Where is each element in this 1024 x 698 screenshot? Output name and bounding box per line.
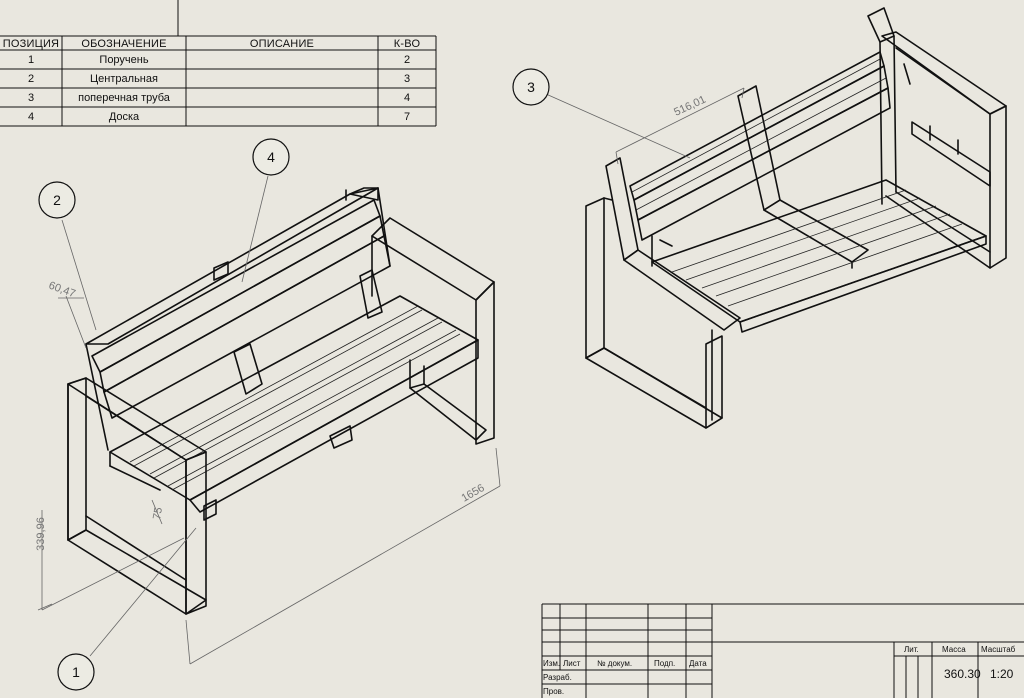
rear-seat [651, 179, 987, 333]
title-mass-value: 360.30 [944, 667, 981, 681]
rear-near-frame [585, 157, 741, 429]
table-row-2-pos: 2 [28, 73, 34, 85]
dim-depth-label: 60,47 [47, 280, 77, 301]
table-row-1-pos: 1 [28, 54, 34, 66]
balloon-3: 3 [512, 68, 550, 106]
table-header-quantity: К-ВО [394, 38, 421, 50]
title-list: Лист [563, 659, 581, 668]
balloon-1-label: 1 [72, 664, 80, 680]
bench-right-frame [371, 217, 495, 445]
table-row-3-name: поперечная труба [78, 92, 171, 104]
title-masshtab: Масштаб [981, 645, 1016, 654]
bench-rear-view: 516,01 [545, 7, 1007, 429]
title-docnum: № докум. [597, 659, 632, 668]
rear-backrest [629, 51, 891, 241]
title-prov: Пров. [543, 687, 564, 696]
balloon-4: 4 [252, 138, 290, 176]
balloon-2-label: 2 [53, 192, 61, 208]
parts-table: ПОЗИЦИЯ ОБОЗНАЧЕНИЕ ОПИСАНИЕ К-ВО 1 Пору… [0, 0, 437, 127]
table-header-designation: ОБОЗНАЧЕНИЕ [81, 38, 166, 50]
balloon-4-label: 4 [267, 149, 275, 165]
bench-front-view: 339,96 1656 60,47 75 [35, 175, 501, 665]
title-razrab: Разраб. [543, 673, 572, 682]
bench-seat [109, 295, 479, 513]
title-izm: Изм. [543, 659, 560, 668]
leader-line-1 [89, 527, 197, 657]
table-row-3-qty: 4 [404, 92, 410, 104]
balloon-3-label: 3 [527, 79, 535, 95]
rear-center-support [737, 85, 869, 269]
table-row-3-pos: 3 [28, 92, 34, 104]
dimensions-rear: 516,01 [615, 87, 745, 165]
table-row-1-name: Поручень [99, 54, 148, 66]
table-row-2-name: Центральная [90, 73, 158, 85]
title-block: Изм. Лист № докум. Подп. Дата Разраб. Пр… [541, 603, 1024, 698]
dimensions-front: 339,96 1656 60,47 75 [35, 280, 501, 665]
leader-line-3 [545, 93, 691, 159]
leader-line-2 [61, 219, 97, 331]
bench-center-support [233, 269, 383, 449]
table-row-4-qty: 7 [404, 111, 410, 123]
balloon-1: 1 [57, 653, 95, 691]
bench-backrest [85, 187, 391, 451]
dim-small-label: 75 [151, 506, 165, 520]
rear-far-frame [881, 31, 1007, 269]
rear-post-right [867, 7, 895, 43]
table-row-2-qty: 3 [404, 73, 410, 85]
title-massa: Масса [942, 645, 966, 654]
leader-line-4 [241, 175, 269, 283]
table-row-4-name: Доска [109, 111, 140, 123]
balloon-2: 2 [38, 181, 76, 219]
table-row-1-qty: 2 [404, 54, 410, 66]
title-lit: Лит. [904, 645, 919, 654]
title-data: Дата [689, 659, 707, 668]
table-row-4-pos: 4 [28, 111, 34, 123]
title-scale-value: 1:20 [990, 667, 1014, 681]
table-header-position: ПОЗИЦИЯ [3, 38, 59, 50]
title-podp: Подп. [654, 659, 675, 668]
dim-height-label: 339,96 [35, 517, 47, 551]
bench-left-frame [67, 377, 217, 615]
table-header-description: ОПИСАНИЕ [250, 38, 314, 50]
